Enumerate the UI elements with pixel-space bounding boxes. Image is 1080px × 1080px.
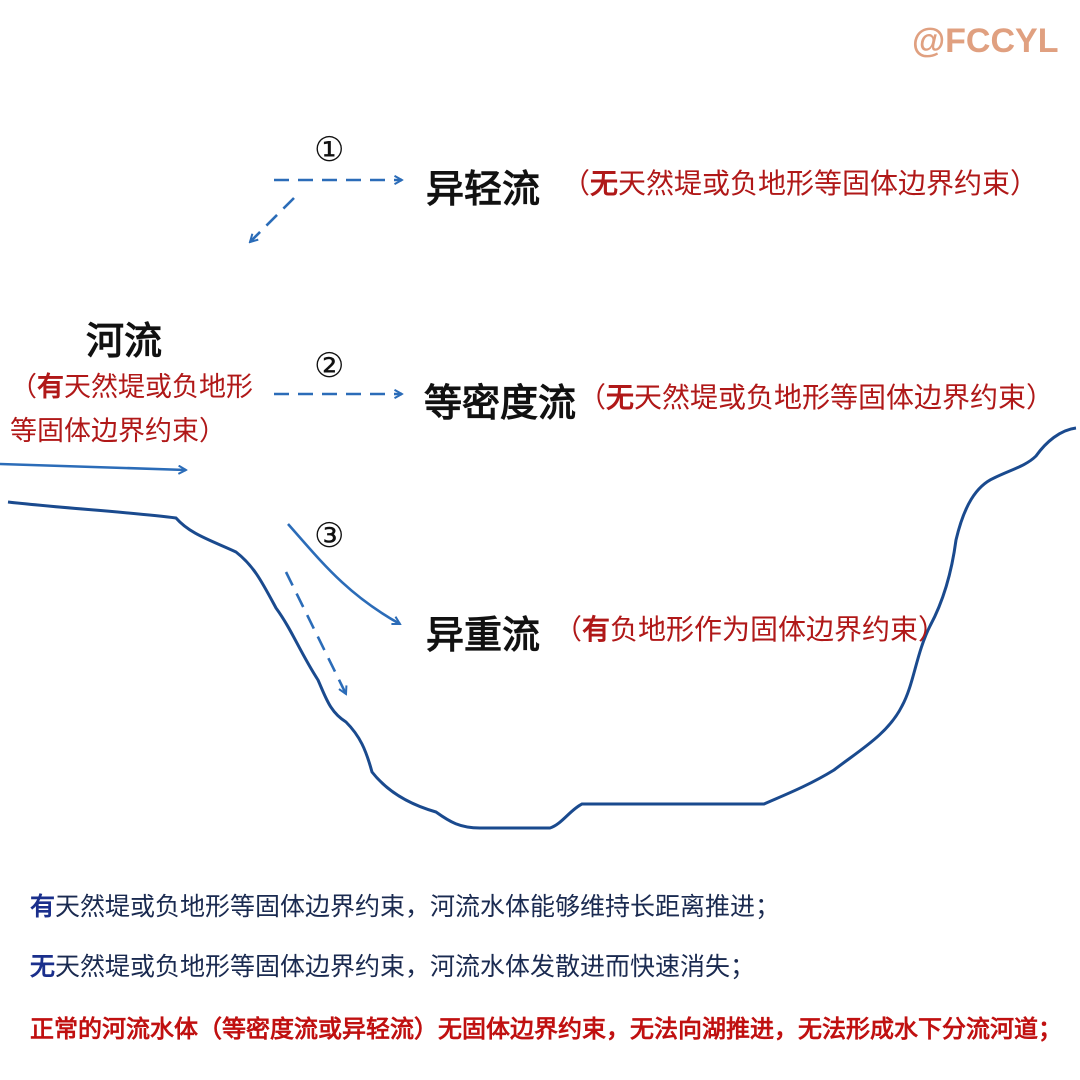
flow-1-key: 无	[590, 167, 619, 200]
flow-2-number: ②	[314, 346, 345, 386]
note-normal-river: 正常的河流水体（等密度流或异轻流）无固体边界约束，无法向湖推进，无法形成水下分流…	[30, 1015, 1062, 1043]
river-title: 河流	[86, 319, 163, 363]
flow-1-rest: 天然堤或负地形等固体边界约束）	[618, 167, 1039, 200]
flow-1-number: ①	[314, 130, 345, 170]
flow-3-constraint: （有负地形作为固体边界约束）	[554, 608, 946, 648]
flow-3-name: 异重流	[426, 613, 541, 657]
flow-3-paren-open: （	[554, 613, 583, 646]
river-constraint-open: （	[10, 372, 37, 403]
flow-2-paren-open: （	[578, 381, 607, 414]
flow-2-rest: 天然堤或负地形等固体边界约束）	[634, 381, 1055, 414]
flow-2-key: 无	[606, 381, 635, 414]
river-inflow-arrow	[0, 462, 186, 470]
flow-3-key: 有	[582, 613, 611, 646]
note-without-constraint: 无天然堤或负地形等固体边界约束，河流水体发散进而快速消失；	[30, 952, 755, 982]
flow-3-rest: 负地形作为固体边界约束）	[610, 613, 947, 646]
flow-1-constraint: （无天然堤或负地形等固体边界约束）	[562, 162, 1038, 202]
river-constraint-note: （有天然堤或负地形等固体边界约束）	[10, 366, 260, 454]
note-2-lead: 无	[30, 952, 56, 981]
hyperpycnal-arrow	[287, 523, 400, 626]
watermark: @FCCYL	[912, 22, 1059, 60]
flow-2-constraint: （无天然堤或负地形等固体边界约束）	[578, 376, 1054, 416]
basin-profile-line	[7, 426, 1077, 830]
note-with-constraint: 有天然堤或负地形等固体边界约束，河流水体能够维持长距离推进；	[30, 892, 780, 922]
note-1-text: 天然堤或负地形等固体边界约束，河流水体能够维持长距离推进；	[55, 892, 781, 921]
flow-1-name: 异轻流	[426, 167, 541, 211]
flow-3-number: ③	[314, 516, 345, 556]
flow-1-paren-open: （	[562, 167, 591, 200]
river-constraint-rest: 天然堤或负地形等固体边界约束）	[10, 372, 253, 447]
note-1-lead: 有	[30, 892, 56, 921]
hypopycnal-return-arrow	[250, 197, 295, 242]
note-2-text: 天然堤或负地形等固体边界约束，河流水体发散进而快速消失；	[55, 952, 756, 981]
river-constraint-key: 有	[37, 372, 64, 403]
flow-2-name: 等密度流	[424, 381, 577, 425]
